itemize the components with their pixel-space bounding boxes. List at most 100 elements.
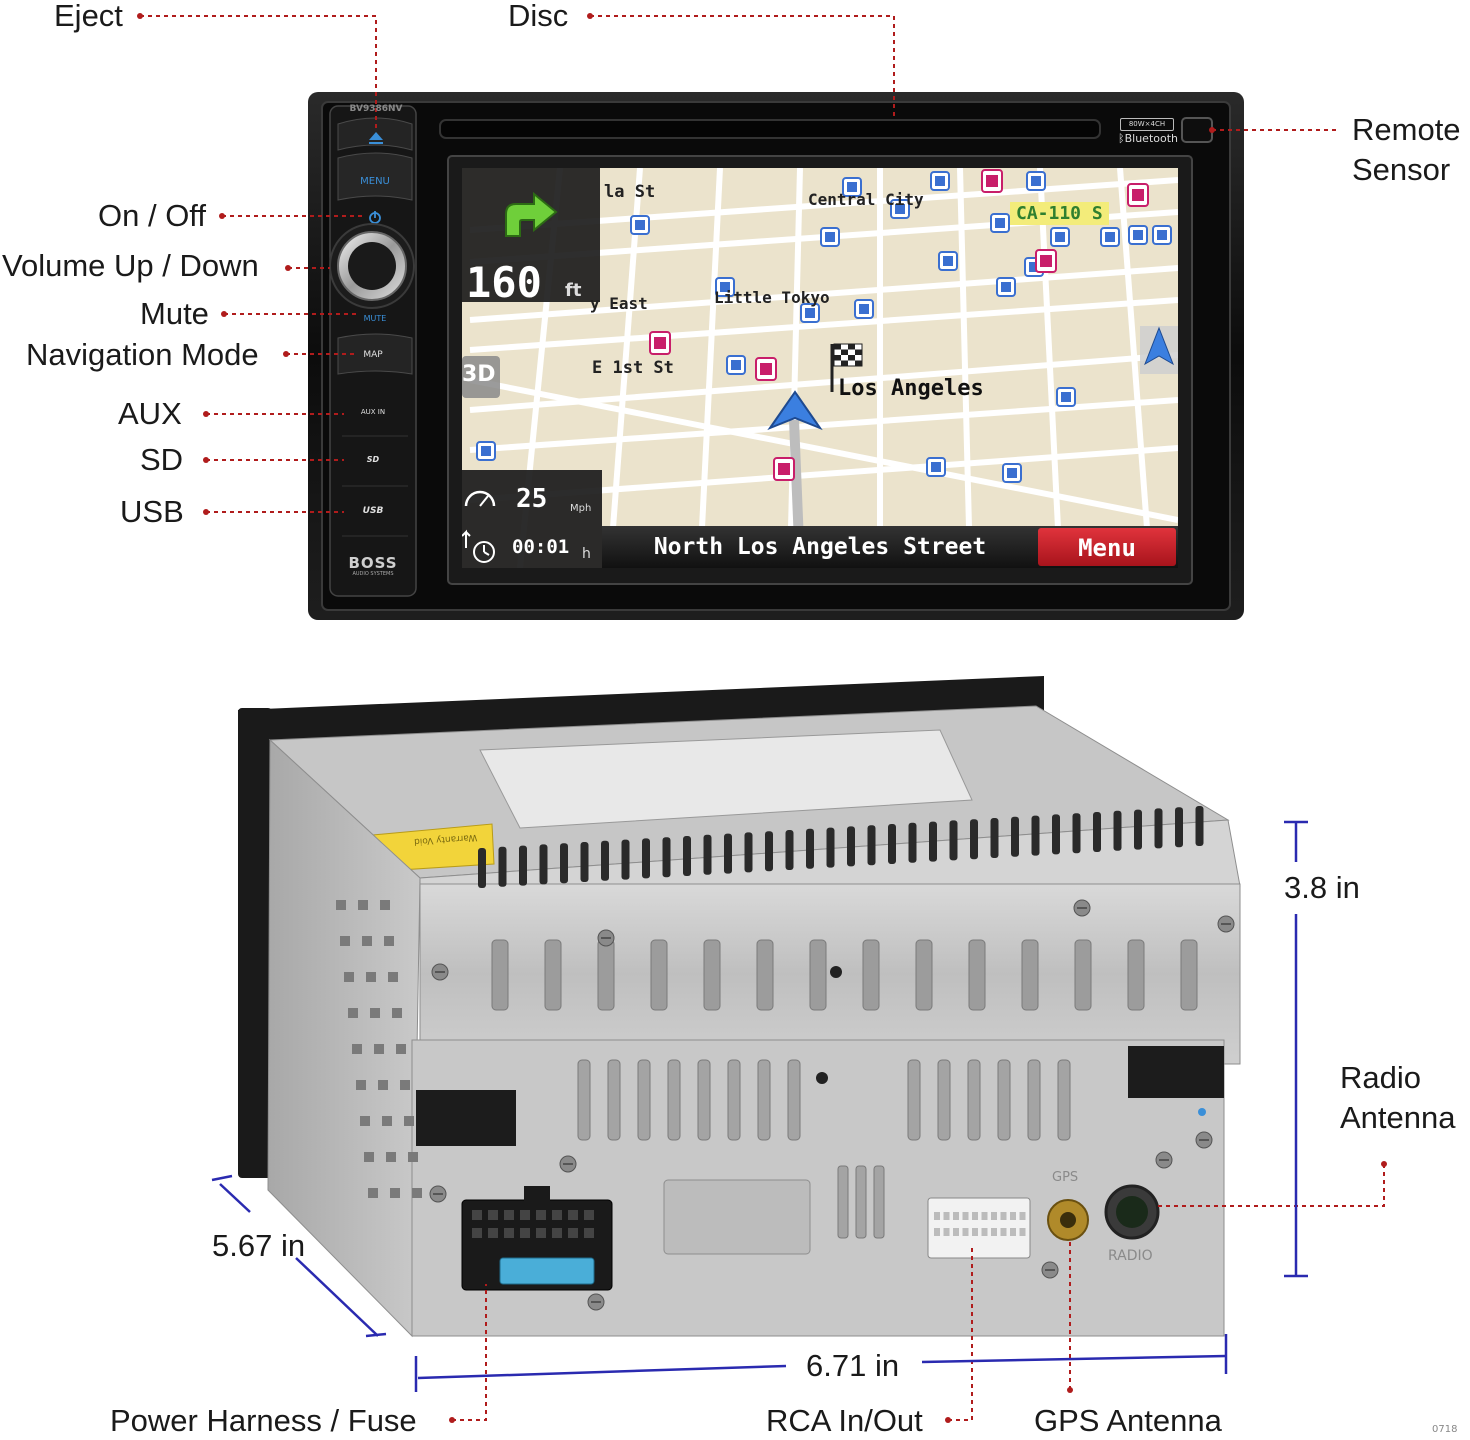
side-vent-hole bbox=[352, 1044, 362, 1054]
map-button-label: MAP bbox=[363, 350, 383, 360]
bluetooth-badge: ᛒBluetooth bbox=[1118, 132, 1178, 145]
screw-icon bbox=[1195, 1131, 1213, 1149]
side-vent-hole bbox=[348, 1008, 358, 1018]
harness-pin bbox=[568, 1228, 578, 1238]
rca-pin bbox=[953, 1228, 959, 1236]
top-vent-slot bbox=[1154, 808, 1163, 849]
callout-dot bbox=[1067, 1387, 1073, 1393]
top-vent-slot bbox=[519, 845, 527, 886]
callout-gps-antenna: GPS Antenna bbox=[1034, 1403, 1222, 1438]
distance-card bbox=[462, 168, 600, 302]
harness-pin bbox=[520, 1228, 530, 1238]
lower-vent-slot bbox=[1027, 1059, 1041, 1141]
nav-map[interactable] bbox=[460, 168, 1178, 568]
lower-vent-slot bbox=[577, 1059, 591, 1141]
callout-disc: Disc bbox=[508, 0, 569, 33]
callout-remote-sensor-2: Sensor bbox=[1352, 152, 1451, 187]
side-vent-hole bbox=[396, 1044, 406, 1054]
lower-vent-slot bbox=[907, 1059, 921, 1141]
top-vent-slot bbox=[1031, 815, 1040, 856]
side-vent-hole bbox=[370, 1008, 380, 1018]
product-label bbox=[479, 729, 973, 829]
harness-pin bbox=[472, 1210, 482, 1220]
side-vent-hole bbox=[344, 972, 354, 982]
top-vent-slot bbox=[1011, 816, 1019, 857]
top-vent-slot bbox=[970, 819, 978, 860]
top-vent-slot bbox=[724, 833, 732, 874]
nav-menu-button[interactable] bbox=[1038, 528, 1176, 566]
nav-menu-label[interactable]: Menu bbox=[1078, 534, 1136, 562]
foam-pad-right bbox=[1128, 1046, 1224, 1098]
callout-leader-line bbox=[452, 1284, 487, 1421]
callout-dot bbox=[221, 311, 227, 317]
callout-on-off: On / Off bbox=[98, 198, 206, 233]
brand-logo: BOSS bbox=[348, 554, 398, 572]
lower-vent-slot bbox=[837, 1165, 849, 1239]
map-button[interactable] bbox=[337, 333, 413, 375]
map-label-los-angeles: Los Angeles bbox=[838, 376, 984, 401]
lower-vent-slot bbox=[637, 1059, 651, 1141]
rca-pin bbox=[962, 1228, 969, 1236]
poi-marker-icon bbox=[800, 303, 820, 323]
rca-pin bbox=[972, 1228, 978, 1236]
shopping-marker-icon bbox=[755, 357, 777, 381]
mute-button-label[interactable]: MUTE bbox=[363, 314, 387, 323]
callout-dot bbox=[587, 13, 593, 19]
view-3d-button[interactable] bbox=[462, 356, 500, 398]
top-vent-slot bbox=[478, 848, 486, 888]
power-badge: 80W×4CH bbox=[1120, 118, 1174, 131]
screw-icon bbox=[559, 1155, 577, 1173]
lower-vent-slot bbox=[787, 1059, 801, 1141]
poi-marker-icon bbox=[1100, 227, 1120, 247]
rca-pin bbox=[981, 1212, 988, 1220]
harness-pin bbox=[504, 1228, 514, 1238]
harness-pin bbox=[536, 1228, 546, 1238]
screw-icon bbox=[587, 1293, 605, 1311]
rear-unit bbox=[238, 676, 1241, 1338]
upper-vent-slot bbox=[1021, 939, 1039, 1011]
speed-value: 25 bbox=[516, 484, 548, 514]
model-label: BV9386NV bbox=[349, 104, 403, 114]
side-vent-hole bbox=[392, 1008, 402, 1018]
side-vent-hole bbox=[384, 936, 394, 946]
lower-vent-slot bbox=[967, 1059, 981, 1141]
radio-port-label: RADIO bbox=[1108, 1248, 1153, 1264]
top-vent-slot bbox=[929, 821, 937, 862]
lower-vent-slot bbox=[873, 1165, 885, 1239]
top-vent-slot bbox=[1195, 806, 1204, 846]
speedometer-icon bbox=[464, 490, 496, 507]
checkered-flag-icon bbox=[830, 343, 863, 392]
callout-dot bbox=[449, 1417, 455, 1423]
top-vent-slot bbox=[498, 846, 507, 887]
upper-vent-slot bbox=[597, 939, 615, 1011]
rca-pin bbox=[934, 1228, 940, 1236]
menu-button[interactable] bbox=[337, 152, 413, 201]
map-label-central-city: Central City bbox=[808, 190, 924, 209]
top-vent-slot bbox=[1093, 812, 1101, 852]
top-vent-slot bbox=[662, 837, 671, 878]
poi-marker-icon bbox=[854, 299, 874, 319]
harness-pin bbox=[488, 1228, 498, 1238]
lower-vent-slot bbox=[607, 1059, 621, 1141]
upper-vent-slot bbox=[915, 939, 933, 1011]
map-street bbox=[1117, 168, 1153, 568]
disc-slot[interactable] bbox=[439, 119, 1101, 139]
top-vent-slot bbox=[580, 842, 589, 882]
shopping-marker-icon bbox=[1127, 183, 1149, 207]
distance-unit: ft bbox=[565, 280, 582, 301]
poi-marker-icon bbox=[1050, 227, 1070, 247]
callout-radio-antenna-2: Antenna bbox=[1340, 1100, 1456, 1135]
callout-dot bbox=[945, 1417, 951, 1423]
map-street bbox=[787, 168, 803, 568]
screw-icon bbox=[1155, 1151, 1173, 1169]
eject-icon bbox=[369, 132, 383, 140]
top-vent-slot bbox=[560, 843, 568, 884]
shopping-marker-icon bbox=[981, 169, 1003, 193]
screw-icon bbox=[1073, 899, 1091, 917]
map-street bbox=[1037, 168, 1063, 568]
lower-vent-slot bbox=[727, 1059, 741, 1141]
harness-pin bbox=[584, 1228, 594, 1238]
harness-pin bbox=[536, 1210, 546, 1220]
top-vent-slot bbox=[1175, 807, 1183, 848]
side-vent-hole bbox=[382, 1116, 392, 1126]
